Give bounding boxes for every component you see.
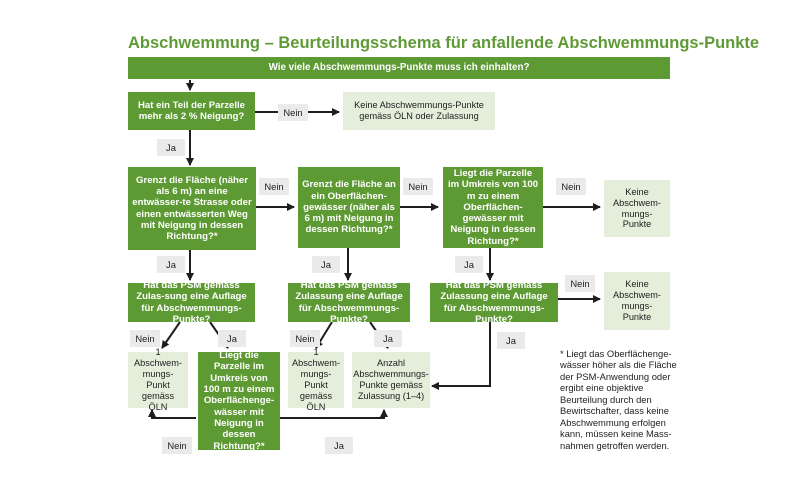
question-psm-c: Hat das PSM gemäss Zulassung eine Auflag… xyxy=(430,280,558,325)
question-road-drainage: Grenzt die Fläche (näher als 6 m) an ein… xyxy=(128,167,256,250)
label-ja-psma: Ja xyxy=(218,330,246,347)
label-ja-psmb: Ja xyxy=(374,330,402,347)
question-surface-water-100m: Liegt die Parzelle im Umkreis von 100 m … xyxy=(443,167,543,248)
label-nein-qc: Nein xyxy=(556,178,586,195)
result-one-point-b: 1 Abschwem-mungs-Punkt gemäss ÖLN xyxy=(288,347,344,412)
arrow-qd-nein xyxy=(148,409,196,419)
label-ja-q1: Ja xyxy=(157,139,185,156)
footnote: * Liegt das Oberflächenge-wässer höher a… xyxy=(560,348,677,451)
label-nein-psmb: Nein xyxy=(290,330,320,347)
result-no-points-c: Keine Abschwem-mungs-Punkte xyxy=(604,180,670,237)
arrow-psmc-ja xyxy=(431,322,491,390)
result-no-points-psmc: Keine Abschwem-mungs-Punkte xyxy=(604,272,670,330)
arrow-psma-nein xyxy=(161,321,181,349)
question-psm-b: Hat das PSM gemäss Zulassung eine Auflag… xyxy=(288,280,410,325)
label-ja-qc: Ja xyxy=(455,256,483,273)
label-nein-qb: Nein xyxy=(403,178,433,195)
header-question: Wie viele Abschwemmungs-Punkte muss ich … xyxy=(128,57,670,79)
label-nein-qd: Nein xyxy=(162,437,192,454)
label-nein-psma: Nein xyxy=(130,330,160,347)
page-title: Abschwemmung – Beurteilungsschema für an… xyxy=(128,34,760,52)
result-no-points: Keine Abschwemmungs-Punkte gemäss ÖLN od… xyxy=(343,92,495,130)
label-ja-qd: Ja xyxy=(325,437,353,454)
result-points-by-approval: Anzahl Abschwemmungs-Punkte gemäss Zulas… xyxy=(352,352,430,408)
question-surface-water-100m-d: Liegt die Parzelle im Umkreis von 100 m … xyxy=(198,350,280,452)
label-nein-q1: Nein xyxy=(278,104,308,121)
question-surface-water-6m: Grenzt die Fläche an ein Oberflächen-gew… xyxy=(298,167,400,248)
label-nein-psmc: Nein xyxy=(565,275,595,292)
result-one-point-a: 1 Abschwem-mungs-Punkt gemäss ÖLN xyxy=(128,347,188,412)
arrow-qd-ja xyxy=(232,409,388,419)
question-slope: Hat ein Teil der Parzelle mehr als 2 % N… xyxy=(128,92,255,130)
label-ja-qa: Ja xyxy=(157,256,185,273)
label-ja-qb: Ja xyxy=(312,256,340,273)
label-nein-qa: Nein xyxy=(259,178,289,195)
label-ja-psmc: Ja xyxy=(497,332,525,349)
question-psm-a: Hat das PSM gemäss Zulas-sung eine Aufla… xyxy=(128,280,255,325)
